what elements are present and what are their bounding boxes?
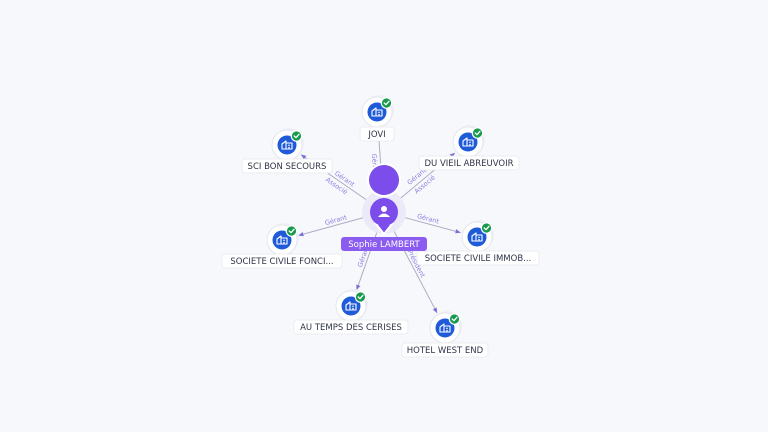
- company-label: DU VIEIL ABREUVOIR: [424, 159, 513, 169]
- company-node-circle[interactable]: [367, 102, 387, 122]
- edge-arrow: [449, 152, 455, 158]
- company-node-circle[interactable]: [467, 227, 487, 247]
- verified-check-icon: [290, 130, 303, 142]
- building-icon: [439, 323, 451, 333]
- company-label-background: [416, 250, 540, 266]
- edge-societe-civile-immob: Gérant: [401, 212, 461, 234]
- center-node[interactable]: Sophie LAMBERT: [341, 163, 427, 251]
- verified-check-icon: [480, 222, 493, 234]
- company-node-jovi[interactable]: JOVI: [359, 95, 395, 142]
- company-label: AU TEMPS DES CERISES: [300, 323, 402, 333]
- person-icon: [378, 206, 390, 217]
- edge-label: Gérant: [370, 153, 380, 176]
- company-label: SOCIETE CIVILE FONCI...: [230, 257, 333, 267]
- company-label: SCI BON SECOURS: [248, 162, 327, 172]
- company-node-circle[interactable]: [272, 230, 292, 250]
- company-node-societe-civile-fonci[interactable]: SOCIETE CIVILE FONCI...: [221, 223, 343, 269]
- edge-arrow: [455, 229, 461, 234]
- verified-check-icon: [448, 313, 461, 325]
- company-node-au-temps-des-cerises[interactable]: AU TEMPS DES CERISES: [293, 289, 409, 335]
- building-icon: [276, 235, 288, 245]
- nodes-layer: JOVI DU VIEIL ABREUVOIR SCI BON SECOURS SOC…: [221, 95, 540, 358]
- building-icon: [471, 232, 483, 242]
- company-node-circle[interactable]: [277, 135, 297, 155]
- company-label: HOTEL WEST END: [407, 346, 484, 356]
- company-node-hotel-west-end[interactable]: HOTEL WEST END: [401, 311, 489, 358]
- company-label-background: [418, 155, 520, 171]
- edge-arrow: [356, 284, 361, 290]
- edge-arrow: [300, 154, 307, 160]
- company-label-background: [359, 126, 395, 142]
- edge-arrow: [298, 232, 304, 237]
- building-icon: [371, 107, 383, 117]
- verified-check-icon: [285, 225, 298, 237]
- verified-check-icon: [354, 291, 367, 303]
- building-icon: [462, 137, 474, 147]
- company-label-background: [401, 342, 489, 358]
- edge-societe-civile-fonci: Gérant: [298, 213, 367, 237]
- center-node-marker[interactable]: [367, 163, 401, 197]
- company-label-background: [293, 319, 409, 335]
- company-node-du-vieil-abreuvoir[interactable]: DU VIEIL ABREUVOIR: [418, 125, 520, 171]
- company-label: JOVI: [367, 130, 385, 140]
- company-node-sci-bon-secours[interactable]: SCI BON SECOURS: [241, 128, 333, 174]
- edge-line: [298, 216, 367, 236]
- building-icon: [345, 301, 357, 311]
- company-node-circle[interactable]: [435, 318, 455, 338]
- verified-check-icon: [380, 97, 393, 109]
- verified-check-icon: [471, 127, 484, 139]
- company-label: SOCIETE CIVILE IMMOB...: [425, 254, 532, 264]
- company-node-circle[interactable]: [458, 132, 478, 152]
- center-label: Sophie LAMBERT: [348, 240, 420, 250]
- company-label-background: [241, 158, 333, 174]
- edge-line: [401, 216, 461, 234]
- building-icon: [281, 140, 293, 150]
- company-label-background: [221, 253, 343, 269]
- company-node-circle[interactable]: [341, 296, 361, 316]
- center-label-background: [341, 237, 427, 251]
- edge-arrow: [432, 307, 438, 313]
- company-node-societe-civile-immob[interactable]: SOCIETE CIVILE IMMOB...: [416, 220, 540, 266]
